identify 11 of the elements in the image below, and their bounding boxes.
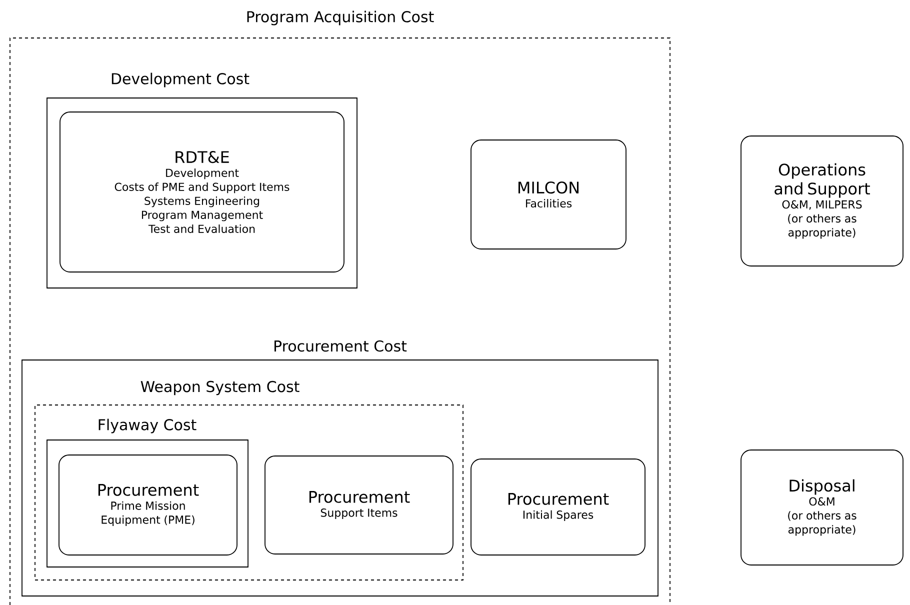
- cost-box: MILCON Facilities: [470, 140, 626, 250]
- cost-box: Procurement Initial Spares: [470, 458, 646, 556]
- cost-box: Procurement Prime Mission Equipment (PME): [58, 454, 238, 556]
- node-label: Weapon System Cost: [140, 380, 300, 396]
- cost-box: RDT&E Development Costs of PME and Support Items Systems Engineering Program Management Test and Evaluation: [60, 112, 344, 272]
- node-label: Flyaway Cost: [98, 418, 196, 434]
- cost-box: Disposal O&M (or others as appropriate): [740, 450, 904, 566]
- cost-box: Operations and Support O&M, MILPERS (or others as appropriate): [740, 136, 904, 266]
- node-label: Development Cost: [112, 72, 250, 88]
- cost-box: Procurement Support Items: [264, 456, 454, 554]
- node-label: Procurement Cost: [274, 340, 407, 352]
